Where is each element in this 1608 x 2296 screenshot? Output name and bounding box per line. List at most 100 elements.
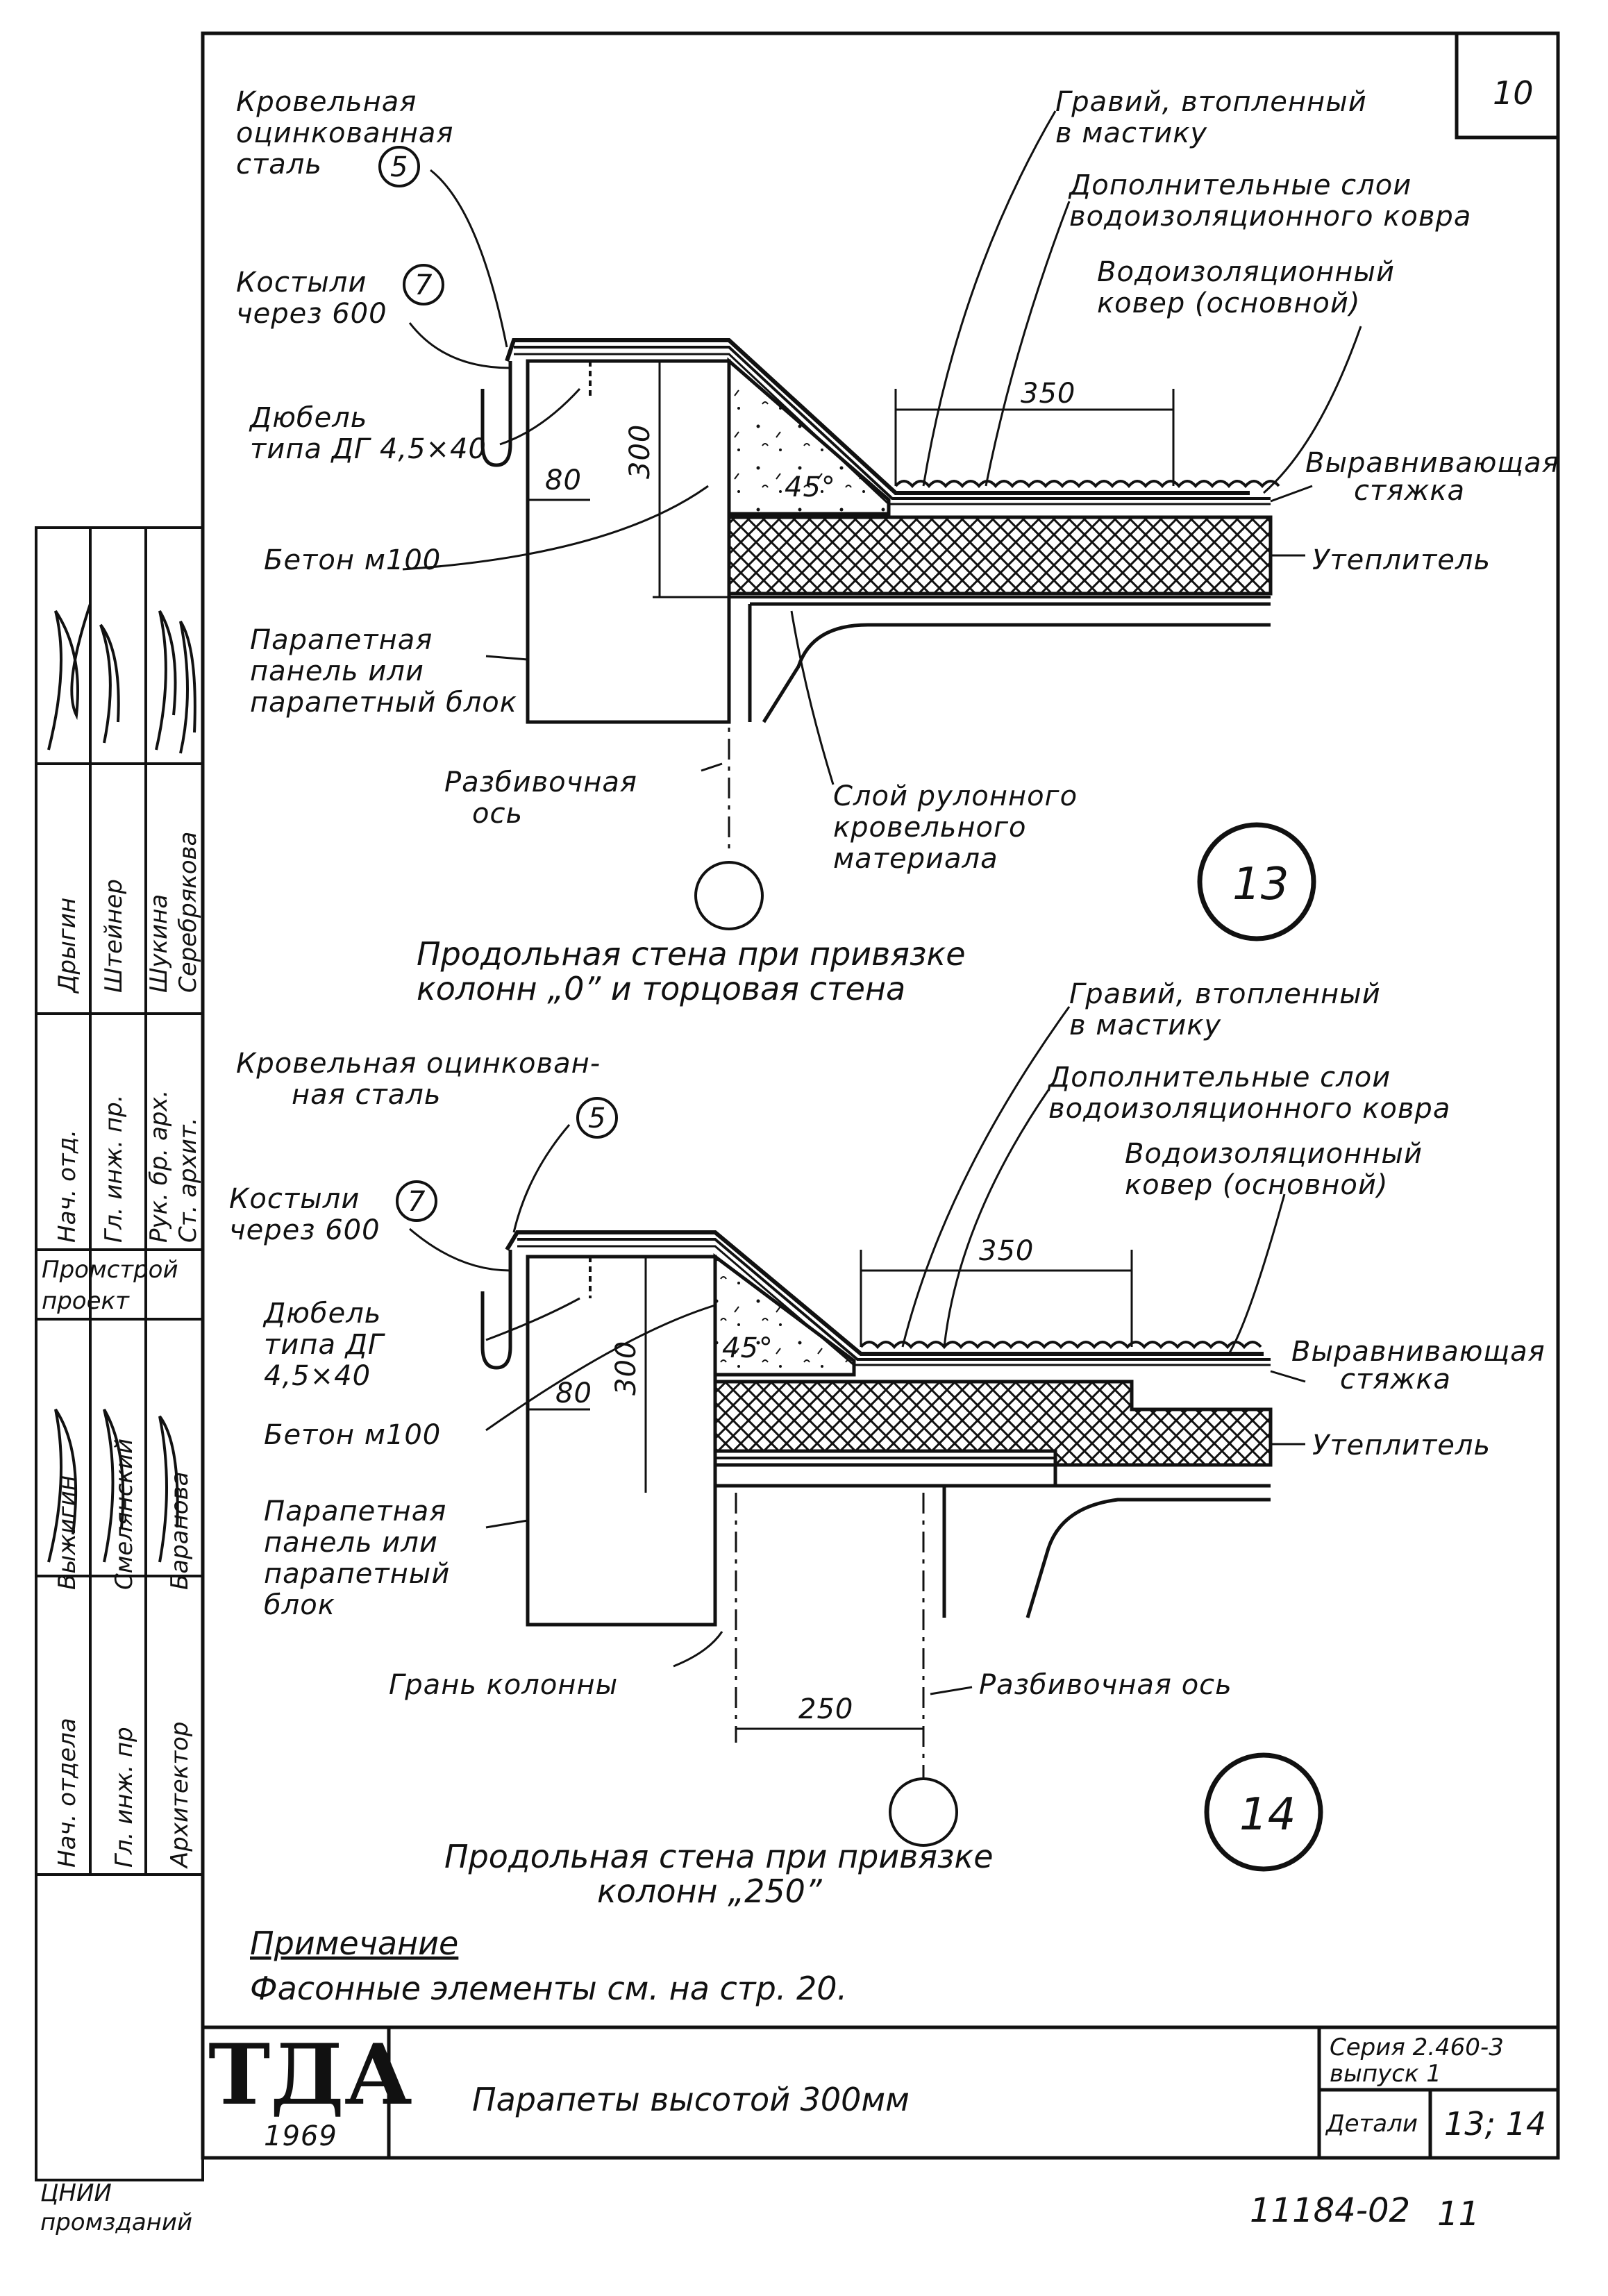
d13-crutch-1: Костыли	[236, 267, 367, 299]
side-top-role-4: Ст. архит.	[174, 1118, 202, 1243]
d13-roll-3: материала	[833, 843, 998, 875]
d14-dowel-3: 4,5×40	[264, 1360, 371, 1392]
side-top-role-2: Гл. инж. пр.	[100, 1095, 128, 1243]
footer-page: 11	[1437, 2195, 1480, 2234]
d13-ref-5: 5	[390, 151, 408, 183]
d13-gravel-1: Гравий, втопленный	[1055, 86, 1367, 118]
title-block-frame	[203, 2025, 1558, 2158]
stamp-series-1: Серия 2.460-3	[1330, 2034, 1504, 2061]
d14-concrete: Бетон м100	[264, 1419, 441, 1451]
stamp-title: Парапеты высотой 300мм	[472, 2081, 910, 2118]
d14-dim-300: 300	[610, 1341, 642, 1396]
side-top-signatures	[47, 603, 196, 754]
d13-caption-1: Продольная стена при привязке	[417, 935, 966, 973]
d14-ref-5: 5	[588, 1103, 606, 1134]
stamp-details-value: 13; 14	[1444, 2105, 1546, 2143]
d14-parapet-1: Парапетная	[264, 1495, 446, 1527]
d13-screed-1: Выравнивающая	[1305, 447, 1559, 479]
d13-concrete: Бетон м100	[264, 544, 441, 576]
d14-parapet-2: панель или	[264, 1527, 438, 1559]
d13-parapet-1: Парапетная	[250, 624, 433, 656]
side-bottom-role-3: Архитектор	[166, 1721, 194, 1869]
d14-dowel-1: Дюбель	[262, 1298, 381, 1330]
d14-parapet-4: блок	[264, 1589, 335, 1621]
d13-ref-5-circle	[378, 146, 420, 187]
stamp-year: 1969	[264, 2120, 337, 2152]
page-number: 10	[1493, 74, 1534, 112]
d13-dowel-1: Дюбель	[249, 402, 367, 434]
d14-column-face: Грань колонны	[389, 1669, 618, 1701]
stamp-series-2: выпуск 1	[1330, 2060, 1441, 2088]
d13-angle: 45°	[785, 471, 836, 503]
stamp-logo: ТДА	[208, 2026, 412, 2124]
d14-screed-2: стяжка	[1340, 1364, 1451, 1396]
d13-roll-1: Слой рулонного	[833, 780, 1078, 812]
d13-dim-350: 350	[1021, 378, 1075, 410]
d13-ref-7-circle	[403, 264, 444, 305]
d14-caption-2: колонн „250”	[597, 1872, 823, 1910]
d13-ref-7: 7	[414, 269, 433, 301]
side-bottom-role-2: Гл. инж. пр	[110, 1727, 138, 1868]
d13-carpet-1: Водоизоляционный	[1097, 256, 1395, 288]
d13-roof-steel-3: сталь	[236, 149, 322, 181]
side-top-name-1: Дрыгин	[53, 898, 81, 994]
detail-13-geometry	[402, 110, 1362, 941]
d13-roof-steel-2: оцинкованная	[236, 117, 453, 149]
d14-gravel-2: в мастику	[1069, 1009, 1221, 1041]
d14-angle: 45°	[722, 1332, 773, 1364]
d14-carpet-2: ковер (основной)	[1125, 1169, 1388, 1201]
side-top-role-1: Нач. отд.	[53, 1130, 81, 1243]
side-bottom-signatures	[47, 1408, 179, 1563]
d13-parapet-2: панель или	[250, 655, 424, 687]
side-block-frames	[35, 526, 204, 2181]
d13-roll-2: кровельного	[833, 812, 1026, 844]
d13-axis-2: ось	[472, 798, 523, 830]
d13-screed-2: стяжка	[1354, 475, 1465, 507]
d14-carpet-1: Водоизоляционный	[1125, 1138, 1423, 1170]
d13-insulation: Утеплитель	[1312, 544, 1491, 576]
d14-screed-1: Выравнивающая	[1291, 1336, 1546, 1368]
d14-extra-1: Дополнительные слои	[1047, 1062, 1391, 1093]
side-top-name-3: Шукина	[145, 894, 173, 993]
d14-gravel-1: Гравий, втопленный	[1069, 978, 1381, 1010]
d13-extra-1: Дополнительные слои	[1068, 169, 1412, 201]
d14-axis: Разбивочная ось	[979, 1669, 1232, 1701]
d14-crutch-2: через 600	[229, 1214, 380, 1246]
d14-dim-80: 80	[555, 1377, 592, 1409]
side-org-bottom-line2: промзданий	[40, 2209, 192, 2236]
side-org-top-line2: проект	[42, 1287, 130, 1315]
d13-crutch-2: через 600	[236, 298, 387, 330]
d14-extra-2: водоизоляционного ковра	[1048, 1093, 1450, 1125]
d14-dim-350: 350	[979, 1235, 1034, 1267]
stamp-details-label: Детали	[1325, 2110, 1418, 2138]
d13-parapet-3: парапетный блок	[250, 687, 517, 719]
d14-dowel-2: типа ДГ	[264, 1329, 385, 1361]
d14-roof-steel-2: ная сталь	[292, 1079, 441, 1111]
d13-carpet-2: ковер (основной)	[1097, 287, 1360, 319]
d13-roof-steel-1: Кровельная	[236, 86, 417, 118]
d14-parapet-3: парапетный	[264, 1558, 450, 1590]
side-top-name-2: Штейнер	[100, 879, 128, 993]
footer-code: 11184-02	[1250, 2191, 1410, 2230]
d14-roof-steel-1: Кровельная оцинкован-	[236, 1048, 601, 1080]
d14-ref-7-circle	[396, 1180, 437, 1222]
side-org-bottom-line1: ЦНИИ	[40, 2179, 112, 2207]
d14-insulation: Утеплитель	[1312, 1430, 1491, 1461]
side-org-top-line1: Промстрой	[42, 1256, 178, 1284]
d13-dowel-2: типа ДГ 4,5×40	[250, 433, 487, 465]
d14-crutch-1: Костыли	[229, 1183, 360, 1215]
side-top-name-4: Серебрякова	[174, 832, 202, 993]
detail-14-geometry	[409, 1006, 1323, 1872]
side-bottom-role-1: Нач. отдела	[53, 1718, 81, 1868]
d14-ref-5-circle	[576, 1097, 618, 1139]
d13-extra-2: водоизоляционного ковра	[1069, 201, 1471, 233]
side-top-role-3: Рук. бр. арх.	[145, 1090, 173, 1243]
d14-number: 14	[1239, 1789, 1296, 1841]
d13-number: 13	[1232, 859, 1289, 910]
d14-caption-1: Продольная стена при привязке	[444, 1838, 994, 1875]
d13-gravel-2: в мастику	[1055, 117, 1207, 149]
d14-dim-250: 250	[798, 1693, 853, 1725]
note-text: Фасонные элементы см. на стр. 20.	[250, 1970, 847, 2007]
d13-axis-1: Разбивочная	[444, 766, 637, 798]
